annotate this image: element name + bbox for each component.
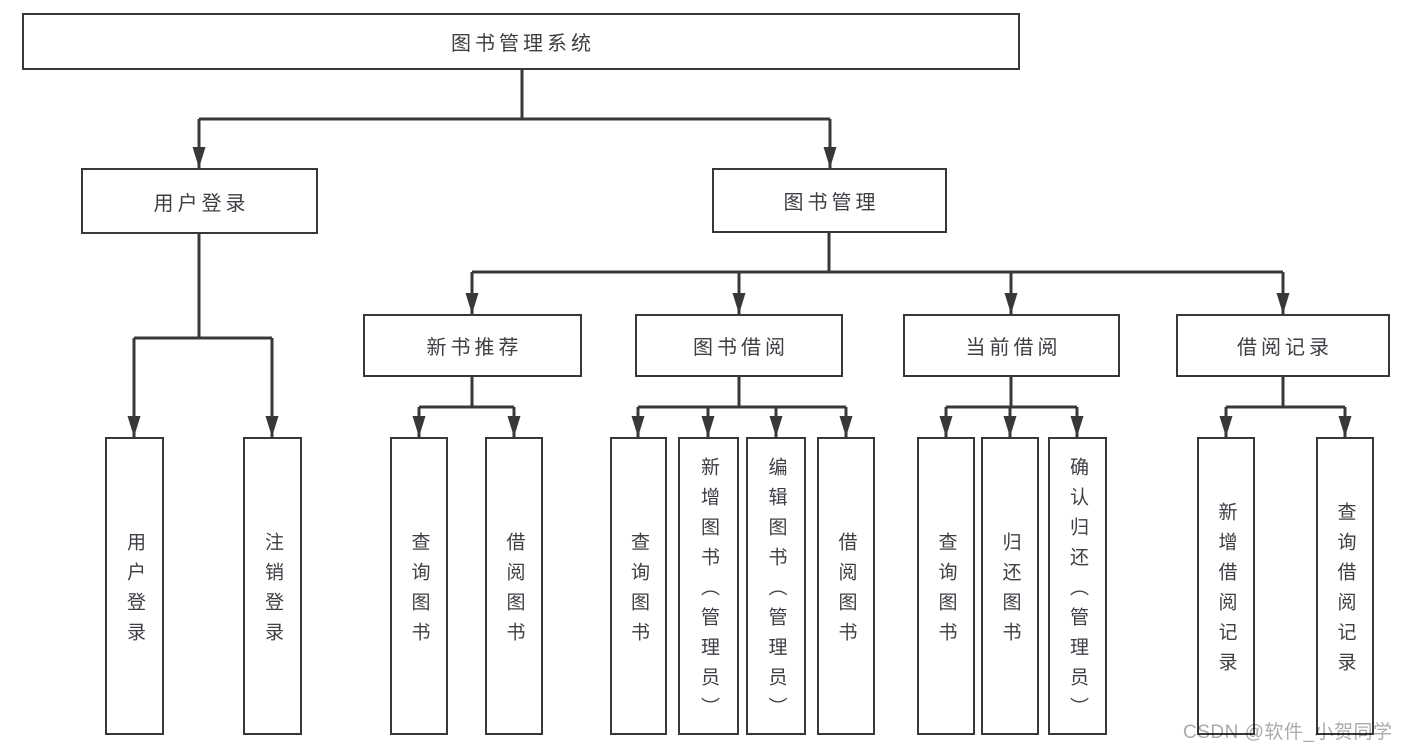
node-book-borrowing: 图书借阅	[635, 314, 843, 377]
leaf-query-borrow-record-label: 查询借阅记录	[1334, 501, 1356, 682]
leaf-query-books-current: 查询图书	[917, 437, 975, 735]
leaf-query-books-newrec: 查询图书	[390, 437, 448, 735]
trunk-user-login	[134, 233, 272, 340]
leaf-add-book-admin: 新增图书（管理员）	[678, 437, 739, 735]
trunk-borrowing-records	[1226, 377, 1345, 409]
leaf-edit-book-admin: 编辑图书（管理员）	[746, 437, 806, 735]
leaf-borrow-books-borrowing-label: 借阅图书	[835, 531, 857, 652]
node-current-borrowing-label: 当前借阅	[965, 337, 1062, 359]
leaf-add-borrow-record: 新增借阅记录	[1197, 437, 1255, 735]
leaf-return-books: 归还图书	[981, 437, 1039, 735]
leaf-logout-login-label: 注销登录	[262, 531, 283, 652]
leaf-query-books-borrowing-label: 查询图书	[628, 531, 649, 652]
leaf-edit-book-admin-label: 编辑图书（管理员）	[765, 456, 787, 727]
node-new-book-recommend: 新书推荐	[363, 314, 582, 377]
leaf-borrow-books-borrowing: 借阅图书	[817, 437, 875, 735]
node-borrowing-records: 借阅记录	[1176, 314, 1390, 377]
node-current-borrowing: 当前借阅	[903, 314, 1120, 377]
node-library-system: 图书管理系统	[22, 13, 1020, 70]
leaf-add-book-admin-label: 新增图书（管理员）	[698, 456, 719, 727]
trunk-book-borrowing	[638, 377, 846, 409]
leaf-query-borrow-record: 查询借阅记录	[1316, 437, 1374, 735]
node-borrowing-records-label: 借阅记录	[1237, 337, 1333, 359]
leaf-query-books-borrowing: 查询图书	[610, 437, 667, 735]
node-book-management-label: 图书管理	[783, 192, 880, 214]
trunk-new-book-recommend	[419, 377, 514, 409]
leaf-return-books-label: 归还图书	[999, 531, 1021, 652]
node-book-borrowing-label: 图书借阅	[693, 337, 789, 359]
node-new-book-recommend-label: 新书推荐	[426, 337, 523, 359]
leaf-query-books-newrec-label: 查询图书	[408, 531, 430, 652]
trunk-current-borrowing	[946, 377, 1077, 409]
leaf-confirm-return-admin: 确认归还（管理员）	[1048, 437, 1107, 735]
csdn-watermark: CSDN @软件_小贺同学	[1183, 722, 1393, 743]
trunk-root	[199, 69, 830, 121]
leaf-borrow-books-newrec: 借阅图书	[485, 437, 543, 735]
node-library-system-label: 图书管理系统	[451, 33, 595, 55]
node-user-login: 用户登录	[81, 168, 318, 234]
leaf-logout-login: 注销登录	[243, 437, 302, 735]
leaf-query-books-current-label: 查询图书	[935, 531, 957, 652]
leaf-confirm-return-admin-label: 确认归还（管理员）	[1067, 456, 1088, 727]
leaf-borrow-books-newrec-label: 借阅图书	[503, 531, 525, 652]
node-user-login-label: 用户登录	[153, 192, 250, 215]
trunk-book-management	[472, 233, 1283, 274]
leaf-user-login: 用户登录	[105, 437, 164, 735]
leaf-user-login-label: 用户登录	[124, 531, 145, 652]
node-book-management: 图书管理	[712, 168, 947, 233]
leaf-add-borrow-record-label: 新增借阅记录	[1215, 501, 1237, 682]
